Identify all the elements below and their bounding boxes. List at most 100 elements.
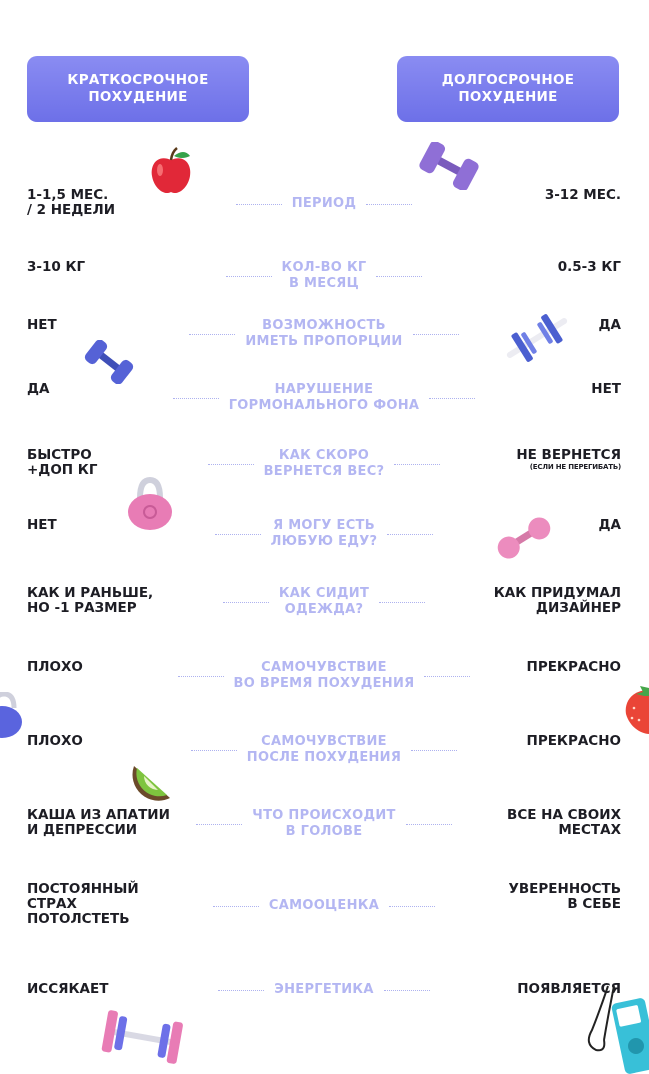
dotted-leader	[376, 275, 423, 277]
long-term-text: ВСЕ НА СВОИХ МЕСТАХ	[507, 807, 621, 838]
criterion: САМОЧУВСТВИЕ ВО ВРЕМЯ ПОХУДЕНИЯ	[147, 660, 501, 692]
criterion-label: ЧТО ПРОИСХОДИТ В ГОЛОВЕ	[252, 808, 396, 839]
dotted-leader	[387, 533, 434, 535]
dotted-leader	[190, 749, 237, 751]
dumbbell-pink-icon	[497, 517, 551, 559]
criterion: ЭНЕРГЕТИКА	[147, 982, 501, 998]
long-term-value: ДА	[599, 318, 621, 333]
dotted-leader	[424, 675, 471, 677]
short-term-value: НЕТ	[27, 517, 57, 533]
criterion: ПЕРИОД	[147, 188, 501, 220]
dotted-leader	[379, 601, 426, 603]
short-term-value: ПЛОХО	[27, 659, 83, 675]
long-term-text: ПРЕКРАСНО	[526, 733, 621, 749]
long-term-text: НЕ ВЕРНЕТСЯ	[516, 447, 621, 463]
criterion: САМООЦЕНКА	[147, 882, 501, 930]
short-term-value: 1-1,5 МЕС. / 2 НЕДЕЛИ	[27, 187, 116, 218]
dotted-leader	[196, 823, 243, 825]
dotted-leader	[218, 989, 265, 991]
criterion: ВОЗМОЖНОСТЬ ИМЕТЬ ПРОПОРЦИИ	[147, 318, 501, 350]
comparison-row: ИССЯКАЕТ ЭНЕРГЕТИКА ПОЯВЛЯЕТСЯ	[27, 982, 621, 998]
long-term-value: УВЕРЕННОСТЬ В СЕБЕ	[508, 882, 621, 912]
short-term-value: 3-10 КГ	[27, 259, 86, 275]
criterion: КАК СКОРО ВЕРНЕТСЯ ВЕС?	[147, 448, 501, 480]
dotted-leader	[412, 333, 459, 335]
comparison-row: 1-1,5 МЕС. / 2 НЕДЕЛИ ПЕРИОД 3-12 МЕС.	[27, 188, 621, 220]
criterion-label: КАК СКОРО ВЕРНЕТСЯ ВЕС?	[263, 448, 385, 479]
long-term-value: 0.5-3 КГ	[558, 260, 621, 275]
comparison-row: ДА НАРУШЕНИЕ ГОРМОНАЛЬНОГО ФОНА НЕТ	[27, 382, 621, 414]
criterion: НАРУШЕНИЕ ГОРМОНАЛЬНОГО ФОНА	[147, 382, 501, 414]
criterion: САМОЧУВСТВИЕ ПОСЛЕ ПОХУДЕНИЯ	[147, 734, 501, 766]
dumbbell-pair-icon	[101, 1010, 183, 1064]
dotted-leader	[235, 203, 282, 205]
long-term-value: ВСЕ НА СВОИХ МЕСТАХ	[507, 808, 621, 838]
long-term-text: ДА	[598, 517, 621, 533]
long-term-value: ПОЯВЛЯЕТСЯ	[517, 982, 621, 997]
dotted-leader	[225, 275, 272, 277]
music-player-icon	[587, 985, 649, 1074]
long-term-text: 3-12 МЕС.	[544, 187, 621, 203]
criterion-label: КОЛ-ВО КГ В МЕСЯЦ	[281, 260, 367, 291]
short-term-value: ПОСТОЯННЫЙ СТРАХ ПОТОЛСТЕТЬ	[27, 881, 139, 927]
long-term-note: (ЕСЛИ НЕ ПЕРЕГИБАТЬ)	[529, 463, 621, 471]
comparison-row: ПОСТОЯННЫЙ СТРАХ ПОТОЛСТЕТЬ САМООЦЕНКА УВЕ…	[27, 882, 621, 930]
dotted-leader	[383, 989, 430, 991]
short-term-value: ДА	[27, 381, 50, 397]
header-long-term: ДОЛГОСРОЧНОЕ ПОХУДЕНИЕ	[397, 56, 619, 122]
long-term-text: КАК ПРИДУМАЛ ДИЗАЙНЕР	[493, 585, 621, 616]
comparison-row: НЕТ Я МОГУ ЕСТЬ ЛЮБУЮ ЕДУ? ДА	[27, 518, 621, 550]
barbell-icon	[506, 314, 568, 362]
header-long-label: ДОЛГОСРОЧНОЕ ПОХУДЕНИЕ	[441, 72, 575, 105]
criterion-label: Я МОГУ ЕСТЬ ЛЮБУЮ ЕДУ?	[270, 518, 378, 549]
criterion-label: САМОЧУВСТВИЕ ВО ВРЕМЯ ПОХУДЕНИЯ	[233, 660, 415, 691]
long-term-value: НЕ ВЕРНЕТСЯ(ЕСЛИ НЕ ПЕРЕГИБАТЬ)	[516, 448, 621, 472]
criterion-label: ПЕРИОД	[291, 196, 357, 211]
criterion-label: ЭНЕРГЕТИКА	[274, 982, 374, 997]
criterion: Я МОГУ ЕСТЬ ЛЮБУЮ ЕДУ?	[147, 518, 501, 550]
kettlebell-blue-icon	[0, 692, 22, 738]
long-term-text: 0.5-3 КГ	[557, 259, 621, 275]
long-term-text: ДА	[598, 317, 621, 333]
dotted-leader	[212, 905, 259, 907]
kettlebell-pink-icon	[128, 476, 172, 530]
header-short-label: КРАТКОСРОЧНОЕ ПОХУДЕНИЕ	[67, 72, 209, 105]
dotted-leader	[429, 397, 476, 399]
short-term-value: БЫСТРО +ДОП КГ	[27, 447, 98, 478]
long-term-value: КАК ПРИДУМАЛ ДИЗАЙНЕР	[494, 586, 621, 616]
dumbbell-purple-icon	[419, 142, 479, 190]
dotted-leader	[177, 675, 224, 677]
short-term-value: КАК И РАНЬШЕ, НО -1 РАЗМЕР	[27, 585, 154, 616]
long-term-text: ПОЯВЛЯЕТСЯ	[517, 981, 621, 997]
criterion: КАК СИДИТ ОДЕЖДА?	[147, 586, 501, 618]
dotted-leader	[222, 601, 269, 603]
comparison-row: БЫСТРО +ДОП КГ КАК СКОРО ВЕРНЕТСЯ ВЕС? НЕ …	[27, 448, 621, 480]
criterion: ЧТО ПРОИСХОДИТ В ГОЛОВЕ	[147, 808, 501, 840]
long-term-text: НЕТ	[591, 381, 621, 397]
criterion-label: КАК СИДИТ ОДЕЖДА?	[278, 586, 370, 617]
dotted-leader	[214, 533, 261, 535]
comparison-row: 3-10 КГ КОЛ-ВО КГ В МЕСЯЦ 0.5-3 КГ	[27, 260, 621, 292]
long-term-value: ДА	[599, 518, 621, 533]
dotted-leader	[389, 905, 436, 907]
long-term-value: 3-12 МЕС.	[545, 188, 621, 203]
strawberry-icon	[625, 686, 649, 734]
dotted-leader	[405, 823, 452, 825]
criterion: КОЛ-ВО КГ В МЕСЯЦ	[147, 260, 501, 292]
criterion-label: САМООЦЕНКА	[268, 898, 380, 913]
comparison-row: КАША ИЗ АПАТИИ И ДЕПРЕССИИ ЧТО ПРОИСХОДИТ…	[27, 808, 621, 840]
dotted-leader	[207, 463, 254, 465]
criterion-label: НАРУШЕНИЕ ГОРМОНАЛЬНОГО ФОНА	[228, 382, 420, 413]
short-term-value: ИССЯКАЕТ	[27, 981, 109, 997]
short-term-value: ПЛОХО	[27, 733, 83, 749]
long-term-value: ПРЕКРАСНО	[527, 734, 621, 749]
criterion-label: САМОЧУВСТВИЕ ПОСЛЕ ПОХУДЕНИЯ	[246, 734, 402, 765]
comparison-row: КАК И РАНЬШЕ, НО -1 РАЗМЕР КАК СИДИТ ОДЕЖ…	[27, 586, 621, 618]
apple-icon	[151, 147, 191, 194]
long-term-text: УВЕРЕННОСТЬ В СЕБЕ	[508, 881, 621, 912]
dotted-leader	[394, 463, 441, 465]
criterion-label: ВОЗМОЖНОСТЬ ИМЕТЬ ПРОПОРЦИИ	[245, 318, 403, 349]
short-term-value: КАША ИЗ АПАТИИ И ДЕПРЕССИИ	[27, 807, 170, 838]
